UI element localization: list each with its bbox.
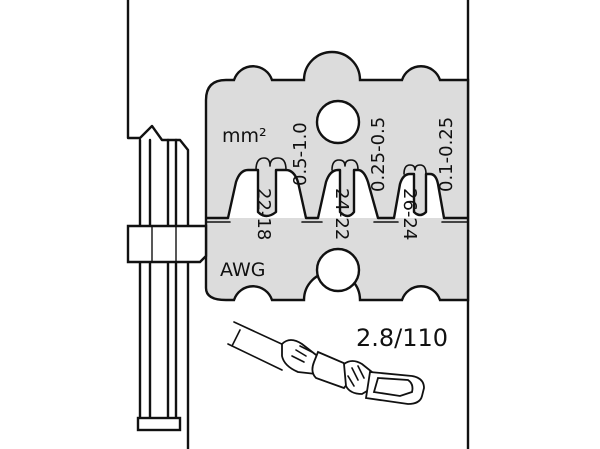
crimp-tip-3 <box>403 164 427 175</box>
cavity-2-awg: 24-22 <box>331 188 352 240</box>
cable-strands <box>291 345 313 363</box>
cavity-3-awg: 26-24 <box>399 188 420 240</box>
insert-frame <box>126 0 190 449</box>
cavity-1-awg: 22-18 <box>253 188 274 240</box>
cavity-3-mm2: 0.1-0.25 <box>436 117 457 192</box>
handle-bar-inner <box>166 138 178 422</box>
locking-pin <box>126 224 208 264</box>
wire-crimp-detail <box>347 365 365 387</box>
crimp-tip-2 <box>331 159 359 171</box>
terminal-size-label: 2.8/110 <box>356 324 448 352</box>
terminal-illustration <box>227 321 425 405</box>
receptacle-tab <box>372 377 414 397</box>
handle-foot <box>136 416 182 432</box>
crimp-tip-1 <box>255 157 287 171</box>
unit-mm2-label: mm² <box>222 125 267 147</box>
cable <box>227 321 287 371</box>
unit-awg-label: AWG <box>220 259 265 281</box>
die-hole-bottom <box>315 247 361 293</box>
cavity-1-mm2: 0.5-1.0 <box>290 122 311 186</box>
cavity-2-mm2: 0.25-0.5 <box>368 117 389 192</box>
crimp-profile <box>206 168 468 220</box>
handle-bar <box>138 138 152 422</box>
die-hole-top <box>315 99 361 145</box>
